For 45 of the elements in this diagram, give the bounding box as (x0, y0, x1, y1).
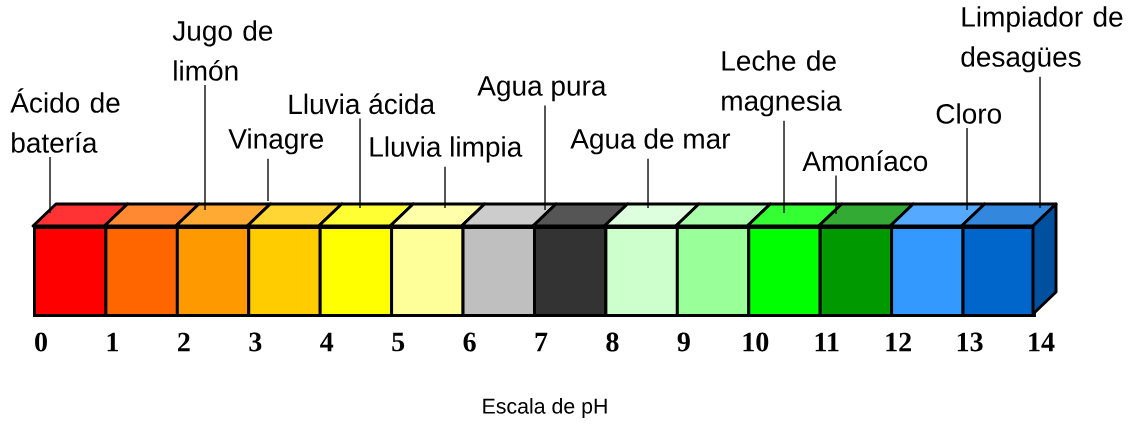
scale-number: 9 (677, 332, 690, 352)
leader-line (444, 165, 446, 209)
ph-color-block (960, 202, 1058, 317)
leader-line (544, 104, 546, 211)
leader-line (835, 174, 837, 215)
scale-number: 0 (35, 332, 47, 352)
scale-number: 8 (606, 332, 619, 352)
item-label: Lluvia limpia (370, 136, 523, 163)
item-label: Cloro (936, 103, 1001, 124)
ph-color-block (531, 202, 629, 317)
ph-color-block (817, 202, 915, 317)
item-label: Limpiador de desagües (961, 6, 1123, 73)
leader-line (359, 117, 361, 209)
ph-color-block (174, 202, 272, 317)
leader-line (966, 127, 968, 211)
ph-color-block (31, 202, 129, 317)
ph-color-block (317, 202, 415, 317)
scale-number: 10 (743, 332, 769, 352)
scale-number: 7 (535, 332, 548, 352)
item-label: Jugo de limón (172, 20, 273, 81)
item-label: Agua de mar (570, 128, 731, 155)
scale-number: 12 (886, 332, 911, 352)
item-label: Lluvia ácida (289, 93, 436, 115)
leader-line (647, 157, 649, 209)
leader-line (267, 157, 269, 202)
item-label: Ácido de batería (10, 88, 120, 153)
scale-number: 14 (1029, 332, 1055, 352)
leader-line (204, 84, 206, 211)
scale-number: 2 (178, 332, 190, 352)
scale-number: 4 (320, 332, 334, 352)
caption: Escala de pH (483, 398, 607, 418)
item-label: Vinagre (228, 128, 323, 155)
leader-line (783, 119, 785, 214)
scale-number: 6 (463, 332, 476, 352)
scale-number: 11 (815, 332, 839, 352)
leader-line (1039, 75, 1041, 209)
scale-number: 5 (392, 332, 405, 352)
scale-number: 13 (957, 332, 983, 352)
item-label: Agua pura (477, 76, 607, 102)
scale-number: 3 (249, 332, 262, 352)
item-label: Leche de magnesia (722, 50, 842, 117)
leader-line (49, 156, 51, 214)
item-label: Amoníaco (802, 150, 928, 172)
ph-color-block (674, 202, 772, 317)
scale-number: 1 (107, 332, 118, 352)
